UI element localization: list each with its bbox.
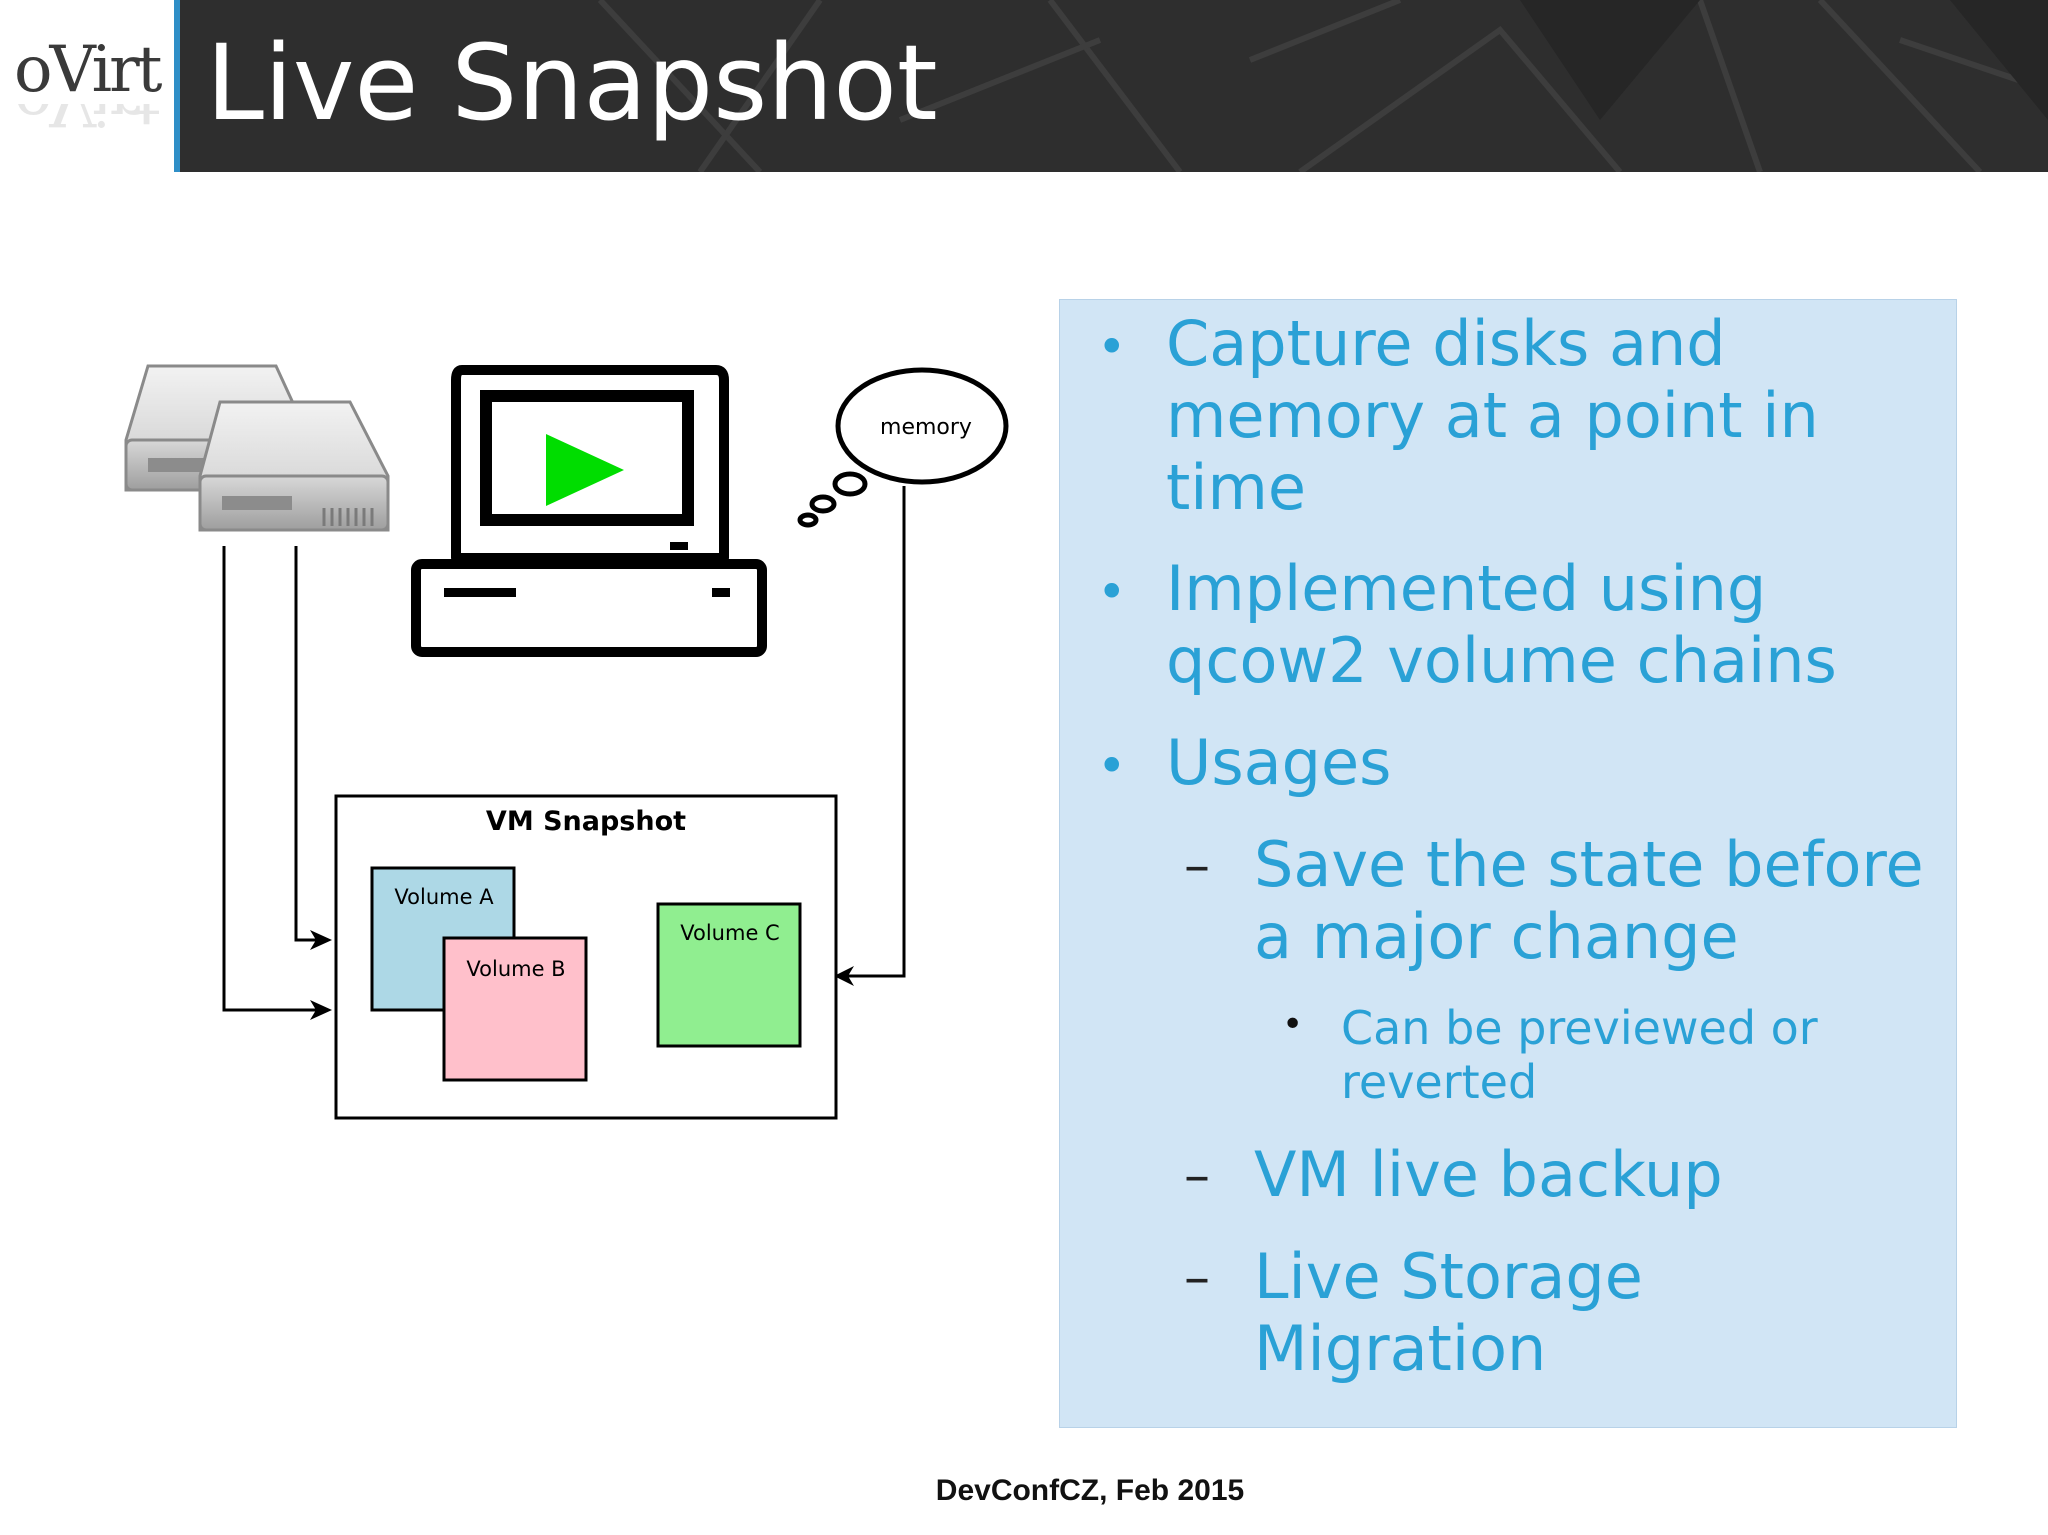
- bullet-dot: •: [1097, 563, 1127, 621]
- logo-reflection: oVirt: [14, 104, 159, 134]
- computer-icon: [411, 365, 767, 657]
- volume-b-label: Volume B: [466, 957, 565, 981]
- bullet-2-line-1: Implemented using: [1166, 552, 1767, 625]
- vm-snapshot-title: VM Snapshot: [486, 806, 686, 837]
- snapshot-diagram: memory VM Snapshot Volume A Volume B Vol…: [124, 364, 1009, 1120]
- bullet-1-line-3: time: [1166, 451, 1307, 524]
- sub-bullet-1-line-1: Save the state before: [1254, 828, 1924, 901]
- dash-marker: –: [1184, 836, 1210, 896]
- slide-title: Live Snapshot: [206, 22, 938, 144]
- header-bar: oVirt oVirt Live Snapshot: [0, 0, 2048, 172]
- play-icon: [546, 434, 624, 506]
- sub-bullet-2-line-1: VM live backup: [1254, 1138, 1723, 1211]
- bullet-1-line-2: memory at a point in: [1166, 379, 1819, 452]
- bullet-dot: •: [1097, 318, 1127, 376]
- sub-bullet-3-line-2: Migration: [1254, 1312, 1547, 1385]
- logo-text: oVirt: [14, 33, 162, 107]
- dash-marker: –: [1184, 1248, 1210, 1308]
- bullet-3-line-1: Usages: [1166, 726, 1392, 799]
- bullet-1-line-1: Capture disks and: [1166, 307, 1726, 380]
- dash-marker: –: [1184, 1146, 1210, 1206]
- bullet-2-line-2: qcow2 volume chains: [1166, 624, 1837, 697]
- sub-sub-bullet-line-1: Can be previewed or: [1341, 1001, 1818, 1055]
- sub-bullet-1-line-2: a major change: [1254, 900, 1739, 973]
- sub-bullet-3-line-1: Live Storage: [1254, 1240, 1643, 1313]
- bullet-dot: •: [1097, 737, 1127, 795]
- thought-bubble-icon: memory: [797, 367, 1009, 528]
- ovirt-logo: oVirt oVirt: [0, 0, 180, 172]
- hard-disk-icon: [124, 364, 390, 532]
- volume-b: Volume B: [442, 936, 588, 1082]
- bullet-dot: •: [1282, 1004, 1304, 1045]
- vm-snapshot-box: VM Snapshot Volume A Volume B Volume C: [334, 794, 838, 1120]
- volume-c: Volume C: [656, 902, 802, 1048]
- footer-text: DevConfCZ, Feb 2015: [935, 1474, 1245, 1507]
- volume-c-label: Volume C: [680, 921, 779, 945]
- connector-lines: [222, 486, 906, 1012]
- arrowheads: [310, 930, 854, 1020]
- bullet-panel: [1059, 299, 1957, 1428]
- memory-label: memory: [880, 415, 972, 440]
- hard-disk-front: [198, 400, 390, 532]
- sub-sub-bullet-line-2: reverted: [1341, 1055, 1538, 1109]
- header-background: [0, 0, 2048, 172]
- volume-a-label: Volume A: [394, 885, 494, 909]
